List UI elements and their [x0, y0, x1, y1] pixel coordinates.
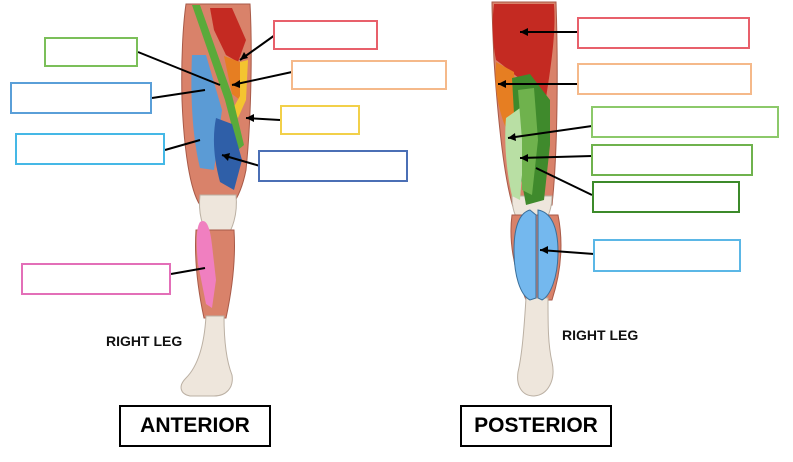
leader-line-a2: [137, 51, 221, 86]
anterior-peach-muscle-label[interactable]: [291, 60, 447, 90]
posterior-view-caption: POSTERIOR: [460, 405, 612, 447]
posterior-green-muscle: [518, 88, 538, 195]
arrow-head-p3: [508, 133, 516, 141]
posterior-light-green-muscle-label[interactable]: [591, 106, 779, 138]
anterior-dark-blue-muscle-label[interactable]: [258, 150, 408, 182]
arrow-head-a1: [240, 52, 248, 60]
anterior-green-muscle: [192, 5, 244, 150]
arrow-head-a3: [232, 80, 240, 88]
anterior-pink-muscle: [196, 220, 216, 308]
anterior-pink-muscle-label[interactable]: [21, 263, 171, 295]
posterior-light-blue-muscle-label[interactable]: [593, 239, 741, 272]
arrow-head-a7: [222, 153, 230, 161]
posterior-red-muscle-label[interactable]: [577, 17, 750, 49]
arrow-head-p6: [540, 246, 548, 254]
leader-line-p5: [535, 167, 593, 196]
anterior-yellow-muscle-label[interactable]: [280, 105, 360, 135]
anterior-view-caption: ANTERIOR: [119, 405, 271, 447]
posterior-leg-label: RIGHT LEG: [562, 327, 639, 343]
posterior-orange-muscle: [495, 62, 516, 128]
arrow-head-p1: [520, 28, 528, 36]
posterior-foot: [517, 297, 554, 397]
anterior-leg-label: RIGHT LEG: [106, 333, 183, 349]
posterior-light-blue-muscle: [513, 209, 537, 301]
anterior-red-muscle-label[interactable]: [273, 20, 378, 50]
leader-line-a4: [151, 89, 206, 99]
posterior-light-green-muscle: [505, 108, 524, 200]
leader-line-p4: [519, 155, 593, 159]
posterior-red-muscle: [492, 4, 555, 98]
posterior-green-muscle-label[interactable]: [591, 144, 753, 176]
leader-line-p3: [507, 125, 593, 139]
leader-line-p6: [539, 249, 595, 255]
arrow-head-a5: [246, 114, 254, 122]
anterior-green-muscle-label[interactable]: [44, 37, 138, 67]
arrow-head-p2: [498, 80, 506, 88]
posterior-peach-muscle-label[interactable]: [577, 63, 752, 95]
anterior-blue-muscle-label[interactable]: [10, 82, 152, 114]
posterior-leg-illustration: [491, 1, 562, 397]
anterior-red-muscle: [210, 8, 246, 62]
anterior-leg-illustration: [180, 3, 252, 397]
posterior-dark-green-muscle-label[interactable]: [592, 181, 740, 213]
anterior-foot: [180, 315, 233, 397]
leader-line-a8: [170, 267, 206, 275]
leader-line-a6: [164, 139, 201, 151]
arrow-heads: [222, 28, 548, 254]
leader-line-a3: [231, 71, 293, 86]
arrow-head-p4: [520, 154, 528, 162]
anterior-yellow-muscle: [232, 60, 248, 118]
anterior-cyan-muscle-label[interactable]: [15, 133, 165, 165]
